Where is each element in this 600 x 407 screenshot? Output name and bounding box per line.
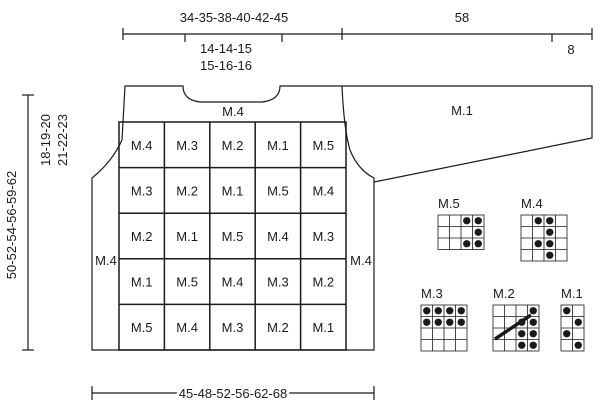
- stitch-dot: [463, 217, 471, 225]
- chart-m3: M.3: [420, 286, 468, 352]
- grid-cell-label: M.3: [267, 275, 289, 290]
- chart-label: M.3: [421, 286, 443, 301]
- chart-label: M.1: [561, 286, 583, 301]
- grid-cell-label: M.4: [312, 183, 334, 198]
- grid-cell-label: M.4: [131, 138, 153, 153]
- stitch-dot: [423, 307, 431, 315]
- stitch-dot: [574, 341, 582, 349]
- stitch-dot: [546, 228, 554, 236]
- stitch-dot: [534, 217, 542, 225]
- stitch-dot: [529, 330, 537, 338]
- grid-cell-label: M.3: [176, 138, 198, 153]
- stitch-dot: [518, 341, 526, 349]
- chart-m5: M.5: [437, 196, 485, 250]
- grid-cell-label: M.2: [222, 138, 244, 153]
- grid-cell-label: M.3: [222, 320, 244, 335]
- stitch-dot: [434, 318, 442, 326]
- stitch-dot: [563, 330, 571, 338]
- stitch-dot: [463, 240, 471, 248]
- stitch-dot: [529, 341, 537, 349]
- grid-cell-label: M.1: [176, 229, 198, 244]
- grid-cell-label: M.4: [176, 320, 198, 335]
- grid-cell-label: M.4: [267, 229, 289, 244]
- neck-width-label-line1: 14-14-15: [200, 41, 252, 56]
- armhole-depth-label-line1: 18-19-20: [38, 114, 53, 166]
- grid-cell-label: M.4: [222, 275, 244, 290]
- slip-stitch-stroke: [494, 313, 532, 341]
- stitch-dot: [546, 217, 554, 225]
- left-dimension: [22, 94, 34, 351]
- chart-label: M.2: [493, 286, 515, 301]
- stitch-dot: [574, 318, 582, 326]
- body-outline: [91, 85, 375, 351]
- stitch-dot: [546, 240, 554, 248]
- grid-cell-label: M.1: [267, 138, 289, 153]
- total-length-label: 50-52-54-56-59-62: [4, 171, 19, 279]
- neck-width-label-line2: 15-16-16: [200, 58, 252, 73]
- stitch-dot: [423, 318, 431, 326]
- chart-label: M.5: [438, 196, 460, 211]
- side-right-pattern-label: M.4: [350, 253, 372, 268]
- grid-cell-label: M.5: [312, 138, 334, 153]
- grid-cell-label: M.5: [267, 183, 289, 198]
- stitch-dot: [446, 307, 454, 315]
- grid-cell-label: M.1: [312, 320, 334, 335]
- grid-cell-label: M.2: [267, 320, 289, 335]
- chart-m1: M.1: [560, 286, 585, 352]
- grid-cell-label: M.3: [131, 183, 153, 198]
- stitch-dot: [546, 251, 554, 259]
- armhole-depth-label-line2: 21-22-23: [55, 114, 70, 166]
- stitch-dot: [434, 307, 442, 315]
- grid-cell-label: M.5: [176, 275, 198, 290]
- top-dimension: [122, 28, 593, 42]
- bottom-width-label: 45-48-52-56-62-68: [179, 386, 287, 401]
- bottom-dimension: [91, 386, 375, 400]
- grid-cell-label: M.2: [131, 229, 153, 244]
- pattern-charts: M.5 M.4M.3 M.2 M.1: [420, 196, 585, 352]
- grid-cell-label: M.5: [222, 229, 244, 244]
- stitch-dot: [529, 307, 537, 315]
- sleeve-pattern-label: M.1: [451, 103, 473, 118]
- grid-frame: [118, 121, 347, 351]
- stitch-dot: [457, 307, 465, 315]
- sleeve-length-label: 58: [455, 10, 469, 25]
- grid-cell-label: M.1: [222, 183, 244, 198]
- stitch-dot: [474, 228, 482, 236]
- grid-cell-label: M.2: [312, 275, 334, 290]
- stitch-dot: [563, 307, 571, 315]
- stitch-dot: [457, 318, 465, 326]
- grid-cell-label: M.2: [176, 183, 198, 198]
- cuff-width-label: 8: [567, 42, 574, 57]
- stitch-dot: [446, 318, 454, 326]
- stitch-dot: [518, 330, 526, 338]
- chart-m4: M.4: [520, 196, 568, 262]
- stitch-dot: [534, 240, 542, 248]
- stitch-dot: [474, 217, 482, 225]
- stitch-dot: [474, 240, 482, 248]
- grid-cell-label: M.5: [131, 320, 153, 335]
- grid-cell-label: M.1: [131, 275, 153, 290]
- sleeve-outline: [342, 85, 593, 183]
- body-width-label: 34-35-38-40-42-45: [180, 10, 288, 25]
- yoke-pattern-label: M.4: [222, 104, 244, 119]
- side-left-pattern-label: M.4: [95, 253, 117, 268]
- stitch-dot: [529, 318, 537, 326]
- chart-m2: M.2: [492, 286, 540, 352]
- grid-cell-label: M.3: [312, 229, 334, 244]
- chart-label: M.4: [521, 196, 543, 211]
